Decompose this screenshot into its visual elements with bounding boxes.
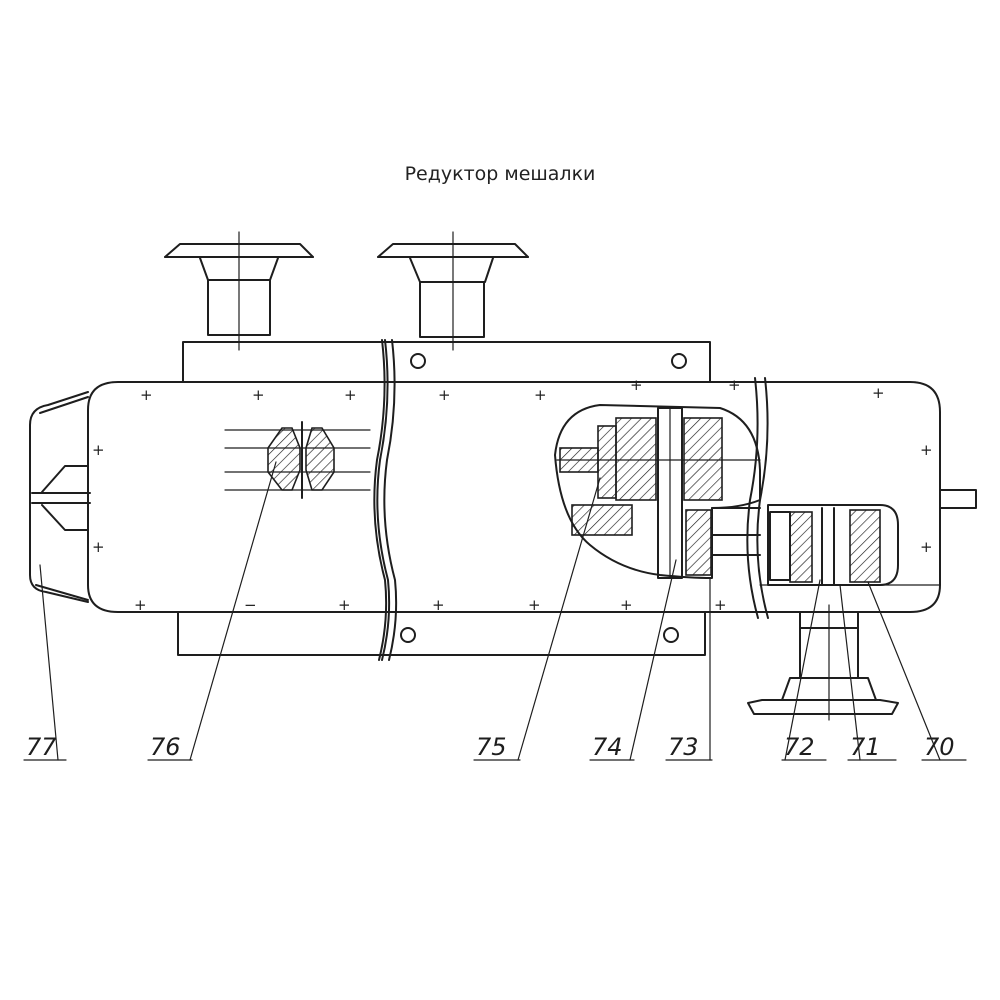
- top-left-flange: [164, 231, 314, 351]
- svg-text:+: +: [140, 386, 153, 404]
- svg-text:−: −: [244, 596, 257, 614]
- callout-70: 70: [924, 733, 955, 761]
- callout-72: 72: [784, 733, 815, 761]
- svg-text:+: +: [620, 596, 633, 614]
- bottom-mounting-plate: [177, 611, 706, 656]
- svg-text:+: +: [920, 441, 933, 459]
- cutaway-section: [554, 404, 761, 579]
- svg-text:+: +: [338, 596, 351, 614]
- callout-71: 71: [850, 733, 881, 761]
- svg-text:+: +: [344, 386, 357, 404]
- svg-text:+: +: [534, 386, 547, 404]
- svg-text:+: +: [92, 538, 105, 556]
- callout-76: 76: [150, 733, 181, 761]
- svg-text:+: +: [920, 538, 933, 556]
- svg-text:+: +: [714, 596, 727, 614]
- svg-text:+: +: [92, 441, 105, 459]
- bolt-marks: + + + + + + + + + + + + + − + + + + +: [92, 376, 933, 614]
- callout-74: 74: [592, 733, 623, 761]
- callout-labels: 77 76 75 74 73 72 71 70: [26, 733, 955, 761]
- leader-lines: [23, 461, 967, 761]
- svg-text:+: +: [872, 384, 885, 402]
- top-mounting-plate: [182, 341, 711, 383]
- svg-text:+: +: [728, 376, 741, 394]
- svg-text:+: +: [528, 596, 541, 614]
- drawing-title: Редуктор мешалки: [404, 163, 596, 185]
- top-right-flange: [377, 231, 529, 351]
- svg-text:+: +: [630, 376, 643, 394]
- svg-text:+: +: [134, 596, 147, 614]
- callout-77: 77: [26, 733, 57, 761]
- callout-73: 73: [668, 733, 699, 761]
- svg-text:+: +: [432, 596, 445, 614]
- gearbox-housing: [87, 339, 941, 661]
- end-cap-77: [29, 391, 91, 603]
- bevel-gear-group: [747, 489, 977, 721]
- svg-text:+: +: [252, 386, 265, 404]
- svg-text:+: +: [438, 386, 451, 404]
- callout-75: 75: [476, 733, 507, 761]
- gear-76: [224, 421, 371, 499]
